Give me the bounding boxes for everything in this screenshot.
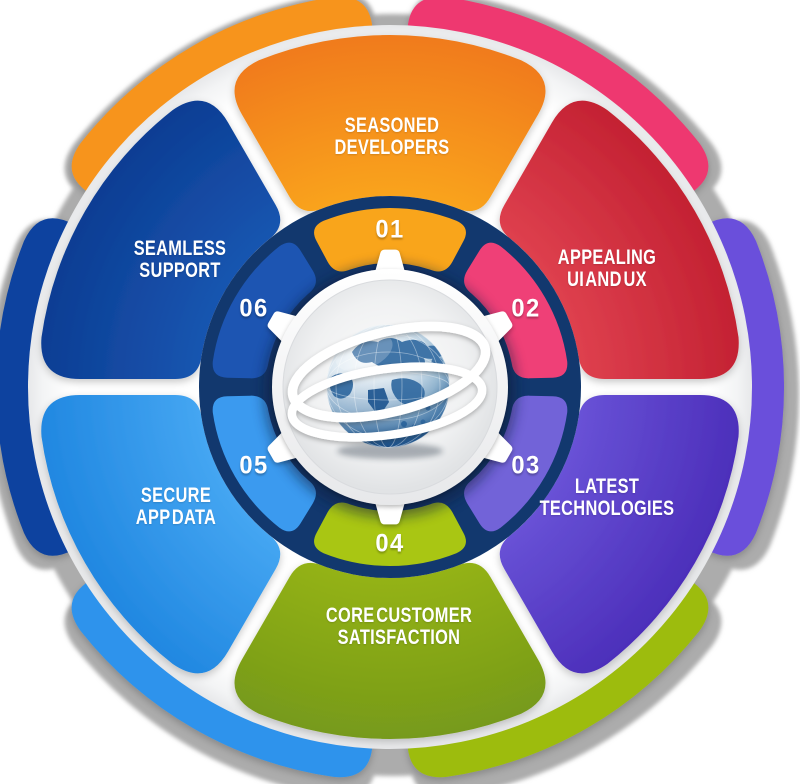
number-arc-02 xyxy=(464,242,568,379)
segment-number-01: 01 xyxy=(375,215,405,244)
segment-05 xyxy=(41,395,281,674)
segment-number-06: 06 xyxy=(239,294,269,323)
segment-label-02: APPEALING UI AND UX xyxy=(557,246,657,291)
segment-number-02: 02 xyxy=(511,294,541,323)
globe-orbit-swoosh xyxy=(287,321,491,442)
segment-04 xyxy=(234,562,546,740)
segment-01 xyxy=(234,34,546,212)
globe-ground-shadow xyxy=(337,443,443,459)
number-arc-05 xyxy=(212,395,316,532)
segment-02 xyxy=(499,100,739,379)
number-arc-03 xyxy=(464,395,568,532)
segment-label-05: SECURE APP DATA xyxy=(135,484,217,529)
segment-number-04: 04 xyxy=(375,529,405,558)
number-arc-01 xyxy=(314,208,466,272)
segment-06 xyxy=(41,100,281,379)
segment-label-06: SEAMLESS SUPPORT xyxy=(133,237,227,282)
segment-label-03: LATEST TECHNOLOGIES xyxy=(539,475,675,520)
wheel-segments xyxy=(41,34,739,740)
number-arcs xyxy=(212,208,568,566)
segment-number-05: 05 xyxy=(239,451,269,480)
segment-03 xyxy=(499,395,739,674)
globe-icon xyxy=(287,321,491,459)
segment-number-03: 03 xyxy=(511,451,541,480)
segment-label-01: SEASONED DEVELOPERS xyxy=(334,114,450,159)
segment-label-04: CORE CUSTOMER SATISFACTION xyxy=(325,604,473,649)
number-arc-04 xyxy=(314,502,466,566)
number-arc-06 xyxy=(212,242,316,379)
